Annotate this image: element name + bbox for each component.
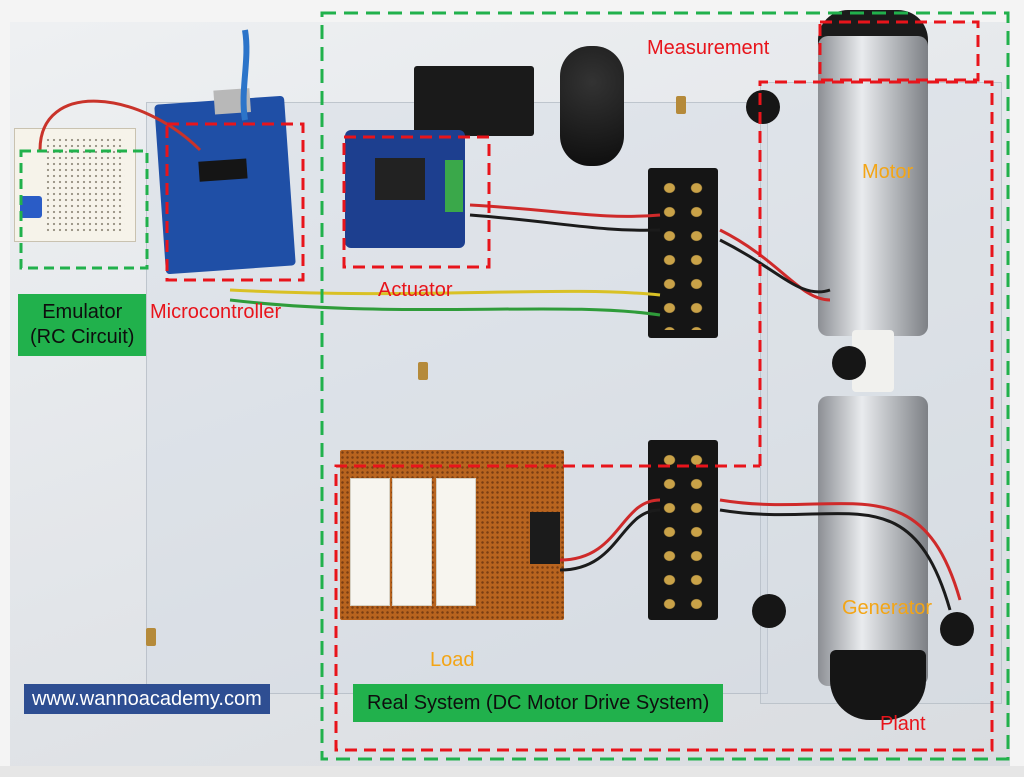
terminal-block-lower-icon bbox=[648, 440, 718, 620]
mount-knob-icon bbox=[752, 594, 786, 628]
generator-label: Generator bbox=[842, 597, 933, 619]
load-label: Load bbox=[430, 649, 475, 671]
motor-driver-board-icon bbox=[345, 130, 465, 248]
real-system-label-box: Real System (DC Motor Drive System) bbox=[353, 684, 724, 722]
breadboard-icon bbox=[14, 128, 136, 242]
pcb-terminal-icon bbox=[530, 512, 560, 564]
standoff-icon bbox=[146, 628, 156, 646]
actuator-label: Actuator bbox=[378, 279, 453, 301]
mount-knob-icon bbox=[746, 90, 780, 124]
measurement-label: Measurement bbox=[647, 37, 770, 59]
power-terminal-block-icon bbox=[414, 66, 534, 136]
dc-generator-icon bbox=[818, 396, 928, 686]
wiring bbox=[38, 29, 962, 611]
website-label-box: www.wannoacademy.com bbox=[24, 684, 270, 714]
generator-endcap-icon bbox=[830, 650, 926, 720]
emulator-label-line2: (RC Circuit) bbox=[30, 326, 135, 348]
mount-knob-icon bbox=[832, 346, 866, 380]
resistor-icon bbox=[392, 478, 432, 606]
standoff-icon bbox=[676, 96, 686, 114]
emulator-label-line1: Emulator bbox=[42, 301, 123, 323]
actuator-dashed-box bbox=[342, 135, 491, 269]
dc-motor-icon bbox=[818, 36, 928, 336]
motor-label: Motor bbox=[862, 161, 914, 183]
potentiometer-icon bbox=[20, 196, 42, 218]
emulator-label-box: Emulator (RC Circuit) bbox=[18, 294, 147, 356]
resistor-icon bbox=[350, 478, 390, 606]
plant-dashed-box bbox=[334, 80, 994, 752]
measurement-dashed-box bbox=[818, 20, 980, 82]
microcontroller-label: Microcontroller bbox=[150, 301, 282, 323]
resistor-icon bbox=[436, 478, 476, 606]
plant-label: Plant bbox=[880, 713, 926, 735]
standoff-icon bbox=[418, 362, 428, 380]
real-system-dashed-box bbox=[320, 11, 1010, 761]
mount-knob-icon bbox=[940, 612, 974, 646]
terminal-block-upper-icon bbox=[648, 168, 718, 338]
bottom-strip bbox=[0, 766, 1024, 777]
capacitor-icon bbox=[560, 46, 624, 166]
emulator-dashed-box bbox=[19, 149, 149, 270]
microcontroller-dashed-box bbox=[165, 122, 305, 282]
